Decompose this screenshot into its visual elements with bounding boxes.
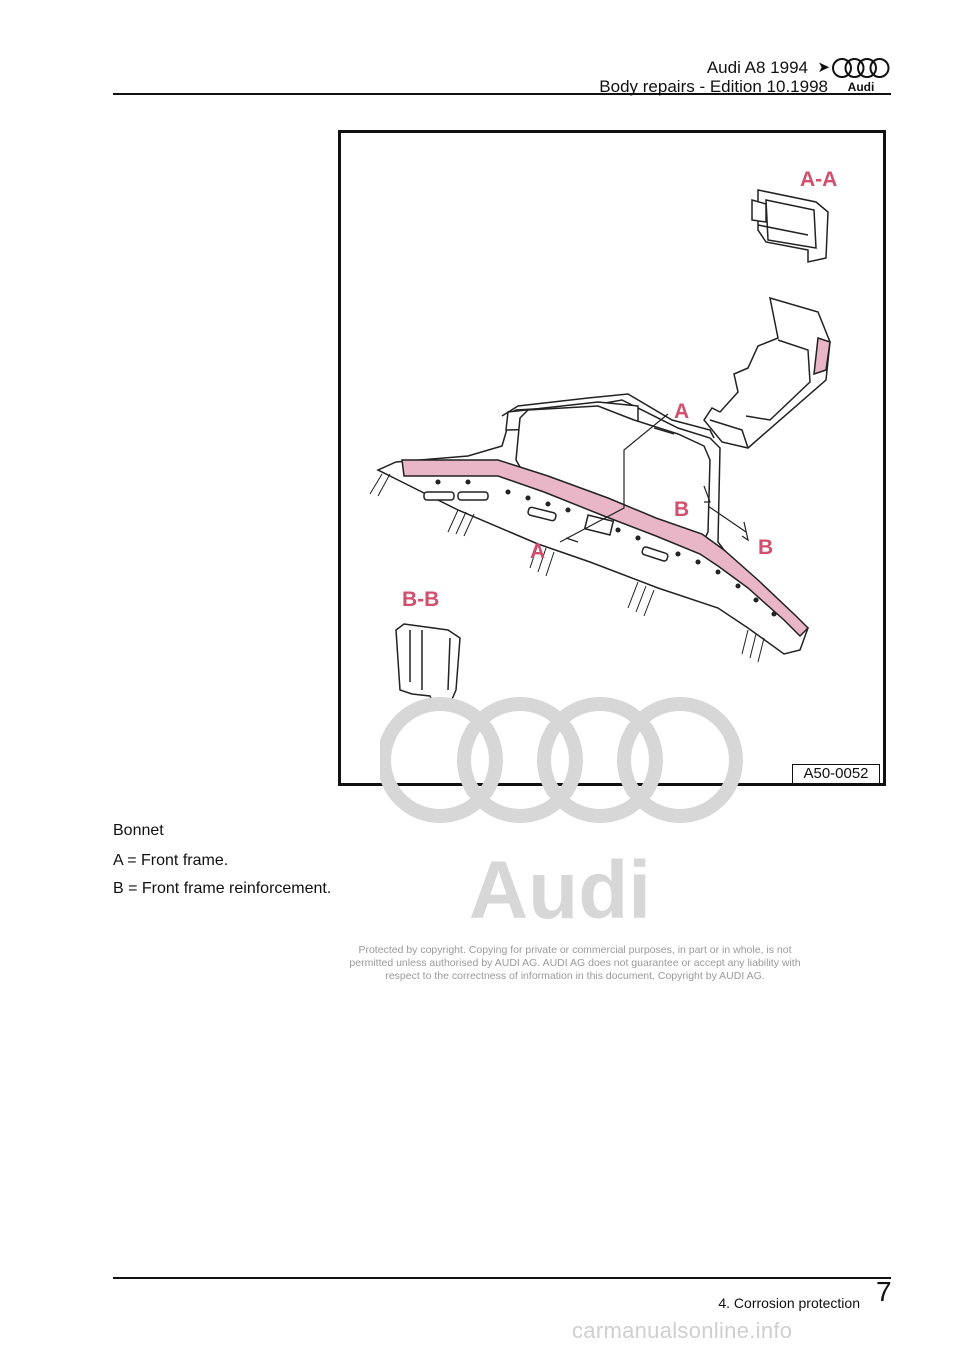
section-a-large-profile	[703, 296, 831, 449]
audi-logo-icon: Audi	[832, 58, 890, 94]
label-b-right: B	[758, 536, 773, 559]
caption-line-b: B = Front frame reinforcement.	[113, 880, 332, 897]
label-b-left: B	[674, 498, 689, 521]
label-a-top: A	[674, 400, 689, 423]
footer-divider	[113, 1277, 891, 1279]
site-watermark[interactable]: carmanualsonline.info	[572, 1318, 793, 1343]
page-number: 7	[876, 1276, 892, 1307]
bonnet-diagram: A-A A B B A B-B	[369, 168, 837, 707]
section-bb-profile	[395, 623, 461, 707]
footer-section-title: 4. Corrosion protection	[718, 1295, 860, 1311]
header-subtitle: Body repairs - Edition 10.1998	[599, 77, 828, 96]
label-a-bottom: A	[530, 540, 545, 563]
section-lines	[559, 413, 749, 543]
header-divider	[113, 93, 891, 95]
audi-watermark-icon: Audi	[380, 697, 743, 936]
header-title: Audi A8 1994	[706, 58, 808, 77]
caption-line-a: A = Front frame.	[113, 852, 229, 869]
caption-title: Bonnet	[113, 822, 164, 839]
logo-wordmark: Audi	[848, 80, 875, 94]
label-section-aa: A-A	[800, 168, 837, 191]
copyright-notice: Protected by copyright. Copying for priv…	[349, 944, 801, 982]
bonnet-frame	[369, 393, 810, 663]
figure-code: A50-0052	[792, 764, 880, 784]
watermark-brand: Audi	[469, 845, 651, 936]
label-section-bb: B-B	[402, 588, 439, 611]
next-page-arrow-icon[interactable]: ➤	[817, 59, 830, 76]
section-aa-profile	[751, 189, 829, 263]
